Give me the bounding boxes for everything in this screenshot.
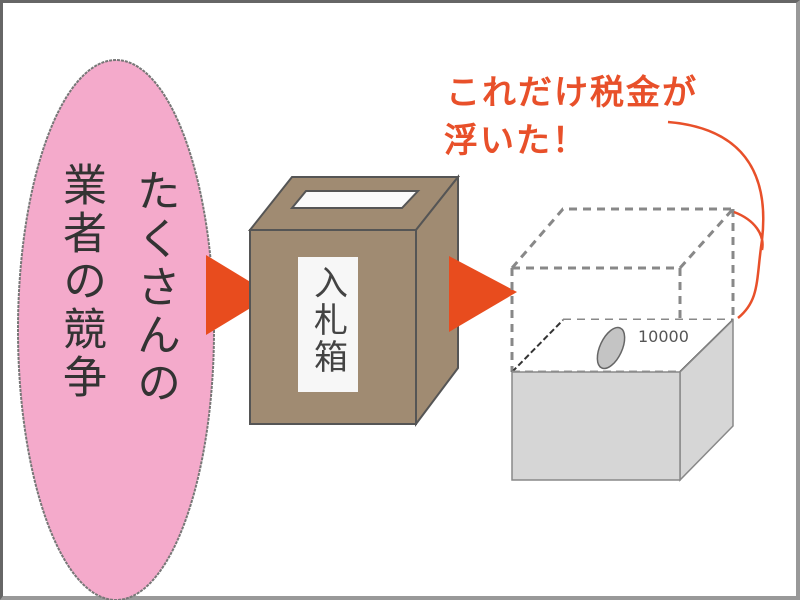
bubble-text-line1: たくさんの (129, 168, 180, 408)
bubble-text-line2: 業者の競争 (55, 162, 106, 402)
bill-value: 10000 (638, 327, 689, 346)
slot-opening (289, 190, 421, 209)
bid-box-label-text: 入札箱 (307, 265, 348, 376)
annotation-pointer (667, 120, 765, 319)
annotation-line1: これだけ税金が (446, 73, 698, 113)
arrow-right-icon (449, 256, 517, 332)
coin-icon (596, 326, 626, 370)
savings-box (511, 318, 734, 482)
annotation-line2: 浮いた！ (444, 121, 588, 161)
competition-ellipse (17, 59, 215, 600)
arrow-right-icon (206, 255, 272, 335)
bid-box-label: 入札箱 (298, 257, 358, 392)
